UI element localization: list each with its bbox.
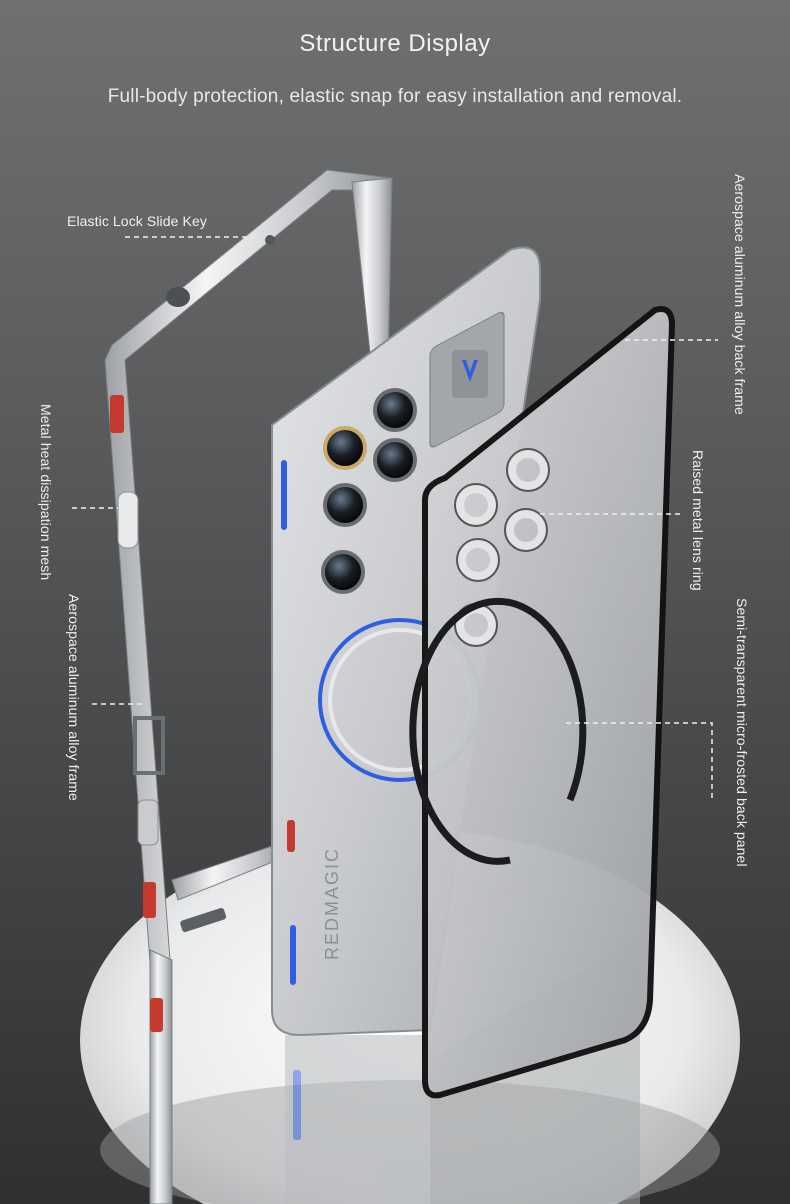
camera-lens-3	[323, 483, 367, 527]
camera-lens-4	[373, 438, 417, 482]
frame-window-cutout	[133, 716, 165, 775]
page-subtitle: Full-body protection, elastic snap for e…	[107, 86, 683, 107]
page-title: Structure Display	[299, 30, 491, 57]
blue-accent-strip-bottom	[290, 925, 296, 985]
callout-raised-metal-lens-ring: Raised metal lens ring	[690, 450, 706, 591]
slide-key-hole	[265, 235, 275, 245]
callout-metal-heat-dissipation-mesh: Metal heat dissipation mesh	[38, 404, 54, 581]
callout-semi-transparent-back-panel: Semi-transparent micro-frosted back pane…	[734, 598, 750, 867]
frame-cutout	[166, 287, 190, 307]
magnetic-ring-cutout	[409, 597, 587, 865]
callout-lines	[72, 236, 718, 800]
heat-dissipation-mesh	[117, 491, 139, 549]
aluminum-alloy-frame	[104, 169, 393, 1204]
camera-lens-1	[323, 426, 367, 470]
semi-transparent-back-panel	[409, 306, 676, 1099]
callout-elastic-lock-slide-key: Elastic Lock Slide Key	[67, 213, 207, 229]
callout-aerospace-aluminum-alloy-back-frame: Aerospace aluminum alloy back frame	[732, 174, 748, 415]
redmagic-logo-icon	[462, 360, 478, 382]
red-button-top	[110, 395, 124, 433]
blue-accent-strip-top	[281, 460, 287, 530]
brand-wordmark: REDMAGIC	[322, 847, 342, 960]
camera-lens-2	[373, 388, 417, 432]
camera-lens-5	[321, 550, 365, 594]
red-button-bottom	[143, 882, 156, 918]
callout-aerospace-aluminum-alloy-frame: Aerospace aluminum alloy frame	[66, 594, 82, 801]
red-button-low	[150, 998, 163, 1032]
